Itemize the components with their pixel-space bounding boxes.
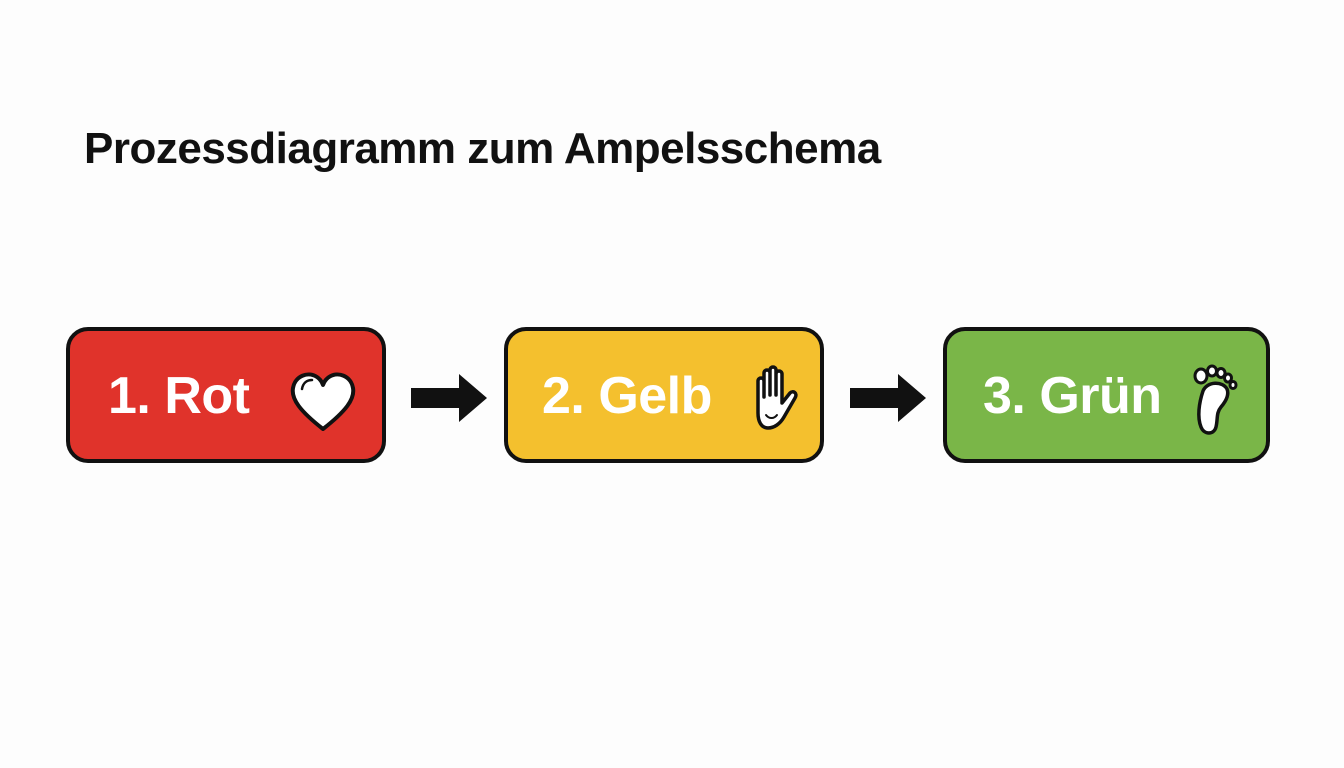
arrow-right-icon xyxy=(411,374,487,422)
step-rot: 1. Rot xyxy=(66,327,386,463)
hand-icon xyxy=(756,365,798,430)
step-gruen: 3. Grün xyxy=(943,327,1270,463)
diagram-title: Prozessdiagramm zum Ampelsschema xyxy=(84,124,881,173)
heart-icon xyxy=(290,372,356,431)
step-gruen-label: 3. Grün xyxy=(983,367,1162,425)
arrow-right-icon xyxy=(850,374,926,422)
footprint-icon xyxy=(1193,364,1238,435)
step-gelb-label: 2. Gelb xyxy=(542,367,712,425)
step-gelb: 2. Gelb xyxy=(504,327,824,463)
step-rot-label: 1. Rot xyxy=(108,367,250,425)
